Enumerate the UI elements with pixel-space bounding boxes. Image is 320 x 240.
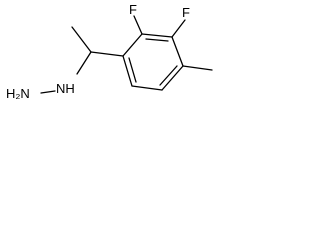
ring-double-bond-c6-c1 — [128, 57, 137, 83]
fluorine-label-top: F — [129, 2, 137, 17]
ring-bond-c1-c2 — [122, 33, 143, 57]
bond-ring-to-chiral-carbon — [90, 51, 124, 57]
ring-bond-c6-c1 — [122, 55, 133, 87]
bond-chiral-carbon-methyl — [71, 26, 92, 53]
ring-double-bond-c2-c3 — [145, 38, 169, 42]
bond-nh-nh2 — [40, 90, 56, 94]
bond-c2-fluorine — [133, 15, 143, 35]
imine-label: NH — [56, 81, 75, 96]
ring-bond-c5-c6 — [131, 85, 163, 91]
ring-bond-c4-c5 — [161, 65, 184, 91]
fluorine-label-right: F — [182, 5, 190, 20]
molecule-structure-diagram: F F NH H₂N — [6, 2, 213, 101]
ring-bond-c2-c3 — [141, 33, 173, 38]
bond-c4-methyl — [182, 65, 213, 71]
ring-bond-c3-c4 — [171, 36, 184, 67]
amine-label: H₂N — [6, 86, 30, 101]
bond-chiral-carbon-nh — [76, 51, 92, 75]
ring-double-bond-c4-c5 — [159, 65, 178, 86]
benzene-ring — [122, 33, 184, 91]
bond-c3-fluorine — [171, 19, 186, 38]
